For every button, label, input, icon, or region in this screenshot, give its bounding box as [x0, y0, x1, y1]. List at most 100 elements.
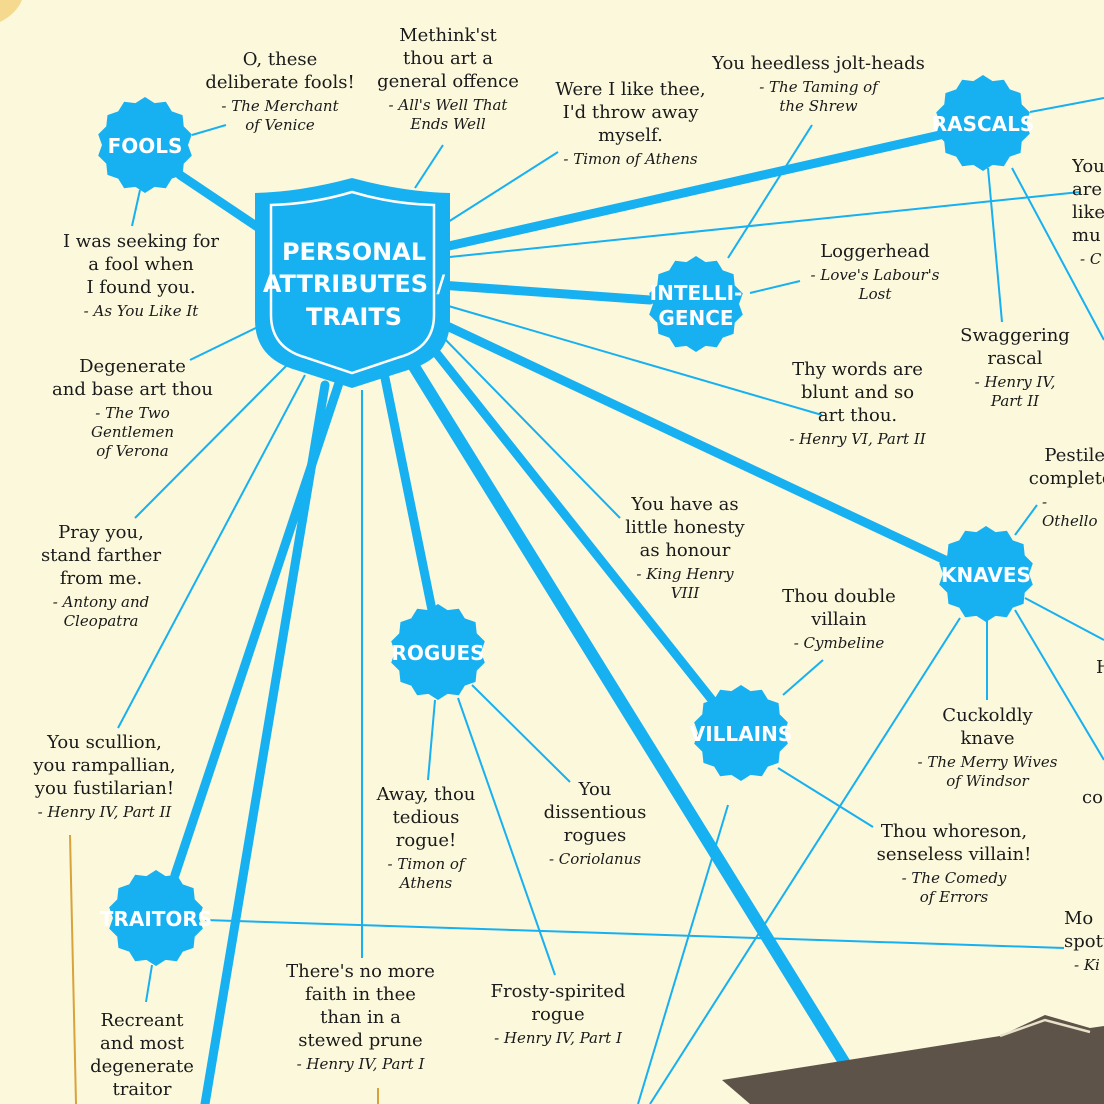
quote-text: Thou double villain	[782, 586, 896, 630]
quote-text: Mo spott	[1064, 908, 1104, 952]
badge-seal-shape	[109, 870, 203, 966]
quote-text: Away, thou tedious rogue!	[376, 784, 476, 851]
quote-h-partial: H	[1096, 656, 1104, 679]
quote-text: I was seeking for a fool when I found yo…	[62, 231, 220, 298]
quote-text: Swaggering rascal	[960, 325, 1070, 369]
quote-source: - Antony and Cleopatra	[52, 593, 150, 630]
category-rascals-label: RASCALS	[932, 112, 1035, 136]
quote-source: - The Merchant of Venice	[221, 97, 339, 134]
category-villains-label: VILLAINS	[690, 722, 792, 746]
quote-source: - The Merry Wives of Windsor	[917, 753, 1058, 790]
roof-decoration	[722, 1015, 1104, 1104]
quote-source: - The Two Gentlemen of Verona	[91, 404, 174, 460]
category-fools[interactable]: FOOLS	[98, 97, 192, 193]
quote-text: You scullion, you rampallian, you fustil…	[33, 732, 176, 799]
quote-text: Frosty-spirited rogue	[490, 981, 626, 1025]
hub-line-1: PERSONAL	[282, 238, 426, 266]
quote-text: co	[1082, 787, 1103, 808]
quote-were-i-like-thee: Were I like thee, I'd throw away myself.…	[543, 78, 718, 169]
quote-source: - Ki	[1074, 956, 1100, 974]
quote-text: You dissentious rogues	[543, 779, 647, 846]
category-villains[interactable]: VILLAINS	[690, 685, 792, 781]
quote-seeking-fool: I was seeking for a fool when I found yo…	[55, 230, 227, 321]
quote-text: Pestiler complete k	[1028, 445, 1104, 489]
quote-text: H	[1096, 657, 1104, 678]
hub-shield[interactable]: PERSONAL ATTRIBUTES / TRAITS	[255, 178, 450, 388]
quote-co-partial: co	[1082, 786, 1104, 809]
quote-swaggering: Swaggering rascal - Henry IV, Part II	[950, 324, 1080, 411]
badge-seal-shape	[939, 526, 1033, 622]
quote-no-more-faith: There's no more faith in thee than in a …	[278, 960, 443, 1074]
quote-double-villain: Thou double villain - Cymbeline	[775, 585, 903, 653]
quote-text: You have as little honesty as honour	[625, 494, 745, 561]
quote-frosty: Frosty-spirited rogue - Henry IV, Part I	[478, 980, 638, 1048]
quote-scullion: You scullion, you rampallian, you fustil…	[22, 731, 187, 822]
quote-tedious-rogue: Away, thou tedious rogue! - Timon of Ath…	[366, 783, 486, 893]
quote-text: There's no more faith in thee than in a …	[286, 961, 435, 1051]
quote-source: - Henry IV, Part I	[494, 1029, 622, 1047]
quote-text: Degenerate and base art thou	[52, 356, 213, 400]
category-knaves-label: KNAVES	[941, 563, 1031, 587]
quote-source: - Henry IV, Part I	[296, 1055, 425, 1073]
quote-source: - Love's Labour's Lost	[810, 266, 940, 303]
quote-text: Methink'st thou art a general offence	[377, 25, 519, 92]
badge-seal-shape	[391, 604, 485, 700]
quote-source: - Timon of Athens	[387, 855, 465, 892]
quote-text: Were I like thee, I'd throw away myself.	[555, 79, 706, 146]
category-traitors-label: TRAITORS	[100, 907, 212, 931]
quote-source: - As You Like It	[83, 302, 199, 320]
category-rascals[interactable]: RASCALS	[932, 75, 1035, 171]
hub-line-3: TRAITS	[306, 303, 402, 331]
quote-jolt-heads: You heedless jolt-heads - The Taming of …	[706, 52, 931, 116]
badge-seal-shape	[694, 685, 788, 781]
badge-seal-shape	[98, 97, 192, 193]
quote-text: O, these deliberate fools!	[205, 49, 355, 93]
quote-whoreson: Thou whoreson, senseless villain! - The …	[868, 820, 1040, 907]
quote-text: Thy words are blunt and so art thou.	[792, 359, 923, 426]
category-intelligence-line-2: GENCE	[658, 306, 733, 330]
category-rogues[interactable]: ROGUES	[391, 604, 485, 700]
quote-blunt-words: Thy words are blunt and so art thou. - H…	[775, 358, 940, 449]
quote-text: Thou whoreson, senseless villain!	[876, 821, 1032, 865]
category-fools-label: FOOLS	[108, 134, 183, 158]
quote-dissentious: You dissentious rogues - Coriolanus	[530, 778, 660, 869]
quote-source: - All's Well That Ends Well	[388, 96, 508, 133]
quote-loggerhead: Loggerhead - Love's Labour's Lost	[795, 240, 955, 304]
quote-source: - Timon of Athens	[563, 150, 698, 168]
quote-source: - C	[1080, 250, 1102, 268]
category-rogues-label: ROGUES	[391, 641, 484, 665]
badge-seal-shape	[649, 256, 743, 352]
quote-pestilent-partial: Pestiler complete k - Othello	[1014, 444, 1104, 531]
quote-text: Loggerhead	[820, 241, 930, 262]
category-knaves[interactable]: KNAVES	[939, 526, 1033, 622]
gold-lines	[69, 834, 379, 1104]
quote-degenerate: Degenerate and base art thou - The Two G…	[45, 355, 220, 461]
thick-connectors	[170, 130, 950, 1104]
badge-seal-shape	[936, 75, 1030, 171]
quote-source: - The Taming of the Shrew	[759, 78, 878, 115]
quote-fools-deliberate: O, these deliberate fools! - The Merchan…	[205, 48, 355, 135]
quote-text: Recreant and most degenerate traitor	[90, 1010, 194, 1100]
quote-text: You heedless jolt-heads	[712, 53, 925, 74]
corner-decoration	[0, 0, 22, 22]
category-intelligence[interactable]: INTELLI- GENCE	[649, 256, 743, 352]
category-traitors[interactable]: TRAITORS	[100, 870, 212, 966]
thin-connectors	[117, 97, 1104, 1104]
category-badges: FOOLS RASCALS INTELLI- GENCE ROGUES VILL…	[98, 75, 1034, 966]
quote-source: - Othello	[1042, 493, 1098, 530]
quote-text: Cuckoldly knave	[942, 705, 1033, 749]
quote-source: - Coriolanus	[548, 850, 642, 868]
quote-source: - Henry IV, Part II	[37, 803, 172, 821]
quote-pray-you: Pray you, stand farther from me. - Anton…	[30, 521, 172, 631]
quote-text: You are like mu	[1072, 156, 1104, 246]
quote-methinkst: Methink'st thou art a general offence - …	[372, 24, 524, 134]
quote-cuckoldly: Cuckoldly knave - The Merry Wives of Win…	[910, 704, 1065, 791]
quote-mo-partial: Mo spott - Ki	[1064, 907, 1104, 975]
quote-source: - King Henry VIII	[636, 565, 734, 602]
quote-source: - Henry IV, Part II	[974, 373, 1056, 410]
hub-line-2: ATTRIBUTES /	[263, 270, 446, 298]
quote-you-are-like-partial: You are like mu - C	[1072, 155, 1104, 269]
quote-little-honesty: You have as little honesty as honour - K…	[615, 493, 755, 603]
quote-source: - The Comedy of Errors	[901, 869, 1007, 906]
